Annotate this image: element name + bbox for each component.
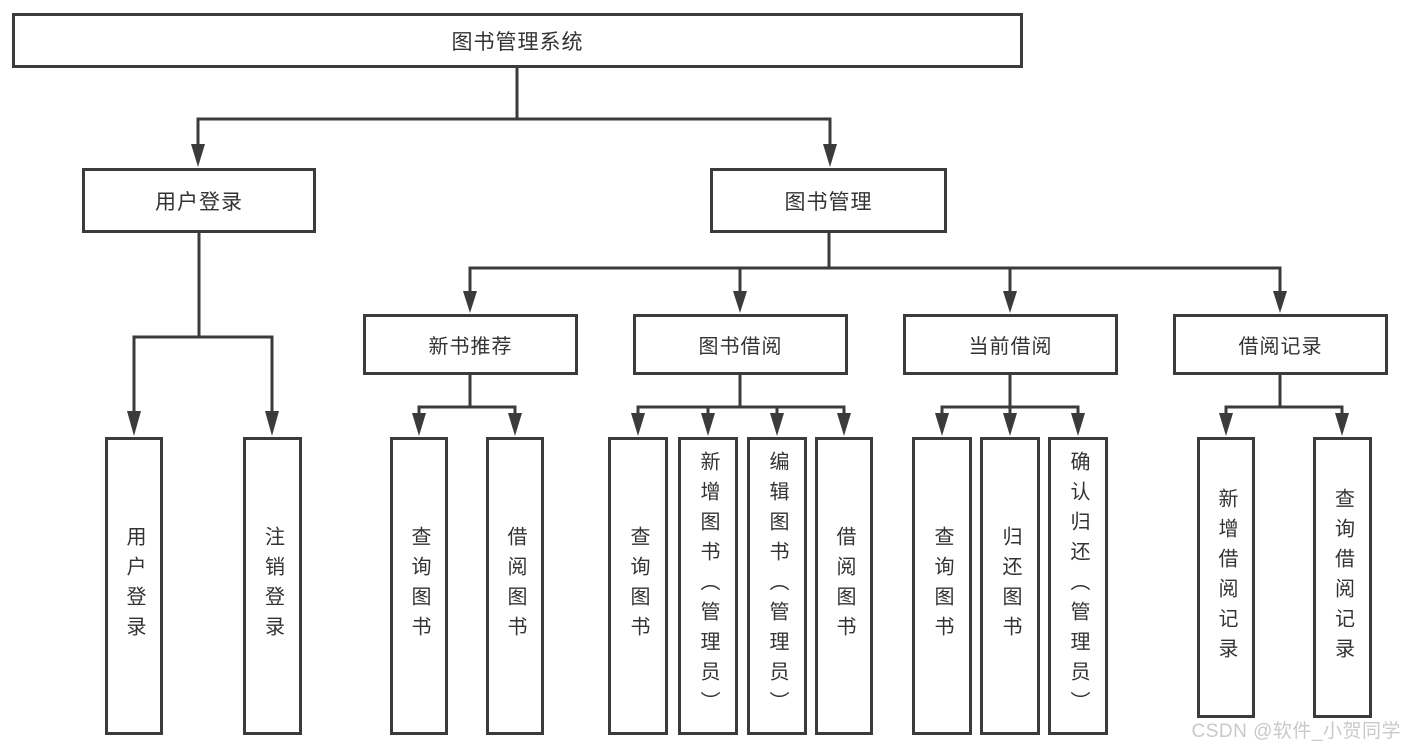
node-leaf-borrow-books-recommend: 借阅图书 [486,437,544,735]
node-current-borrow: 当前借阅 [903,314,1118,375]
node-leaf-query-books-current: 查询图书 [912,437,972,735]
node-leaf-query-borrow-record: 查询借阅记录 [1313,437,1372,718]
node-leaf-add-borrow-record: 新增借阅记录 [1197,437,1255,718]
node-leaf-confirm-return-admin: 确认归还（管理员） [1048,437,1108,735]
node-library-system: 图书管理系统 [12,13,1023,68]
node-leaf-query-books-recommend: 查询图书 [390,437,448,735]
node-leaf-return-book: 归还图书 [980,437,1040,735]
node-leaf-edit-book-admin: 编辑图书（管理员） [747,437,807,735]
node-user-login: 用户登录 [82,168,316,233]
node-leaf-query-books-borrow: 查询图书 [608,437,668,735]
node-leaf-logout: 注销登录 [243,437,302,735]
node-new-book-recommend: 新书推荐 [363,314,578,375]
node-leaf-user-login: 用户登录 [105,437,163,735]
node-borrow-records: 借阅记录 [1173,314,1388,375]
csdn-watermark: CSDN @软件_小贺同学 [1191,721,1401,742]
node-leaf-add-book-admin: 新增图书（管理员） [678,437,738,735]
node-leaf-borrow-books: 借阅图书 [815,437,873,735]
node-book-management: 图书管理 [710,168,947,233]
node-book-borrow: 图书借阅 [633,314,848,375]
